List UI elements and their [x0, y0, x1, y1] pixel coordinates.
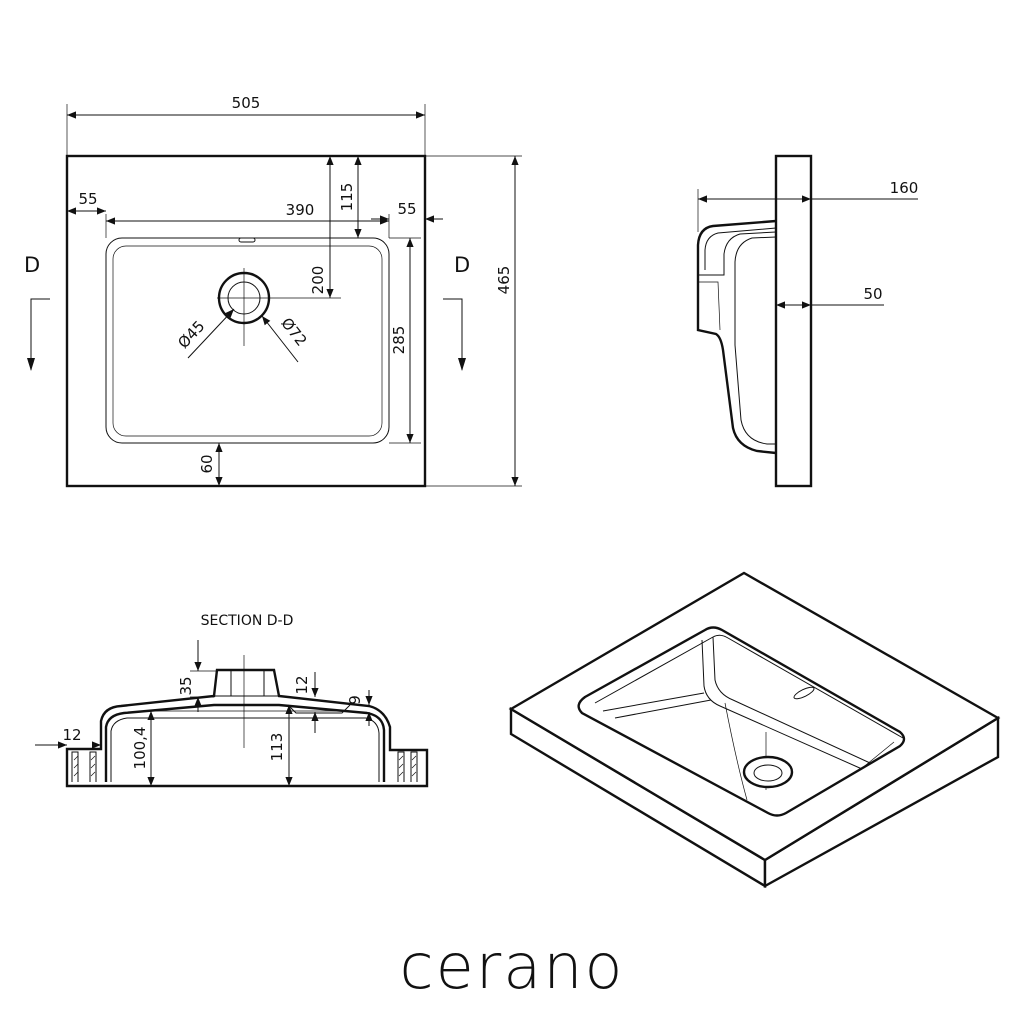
- dim-margin-front: 60: [198, 454, 216, 473]
- side-view: 160 50: [696, 154, 919, 488]
- side-basin-outline: [696, 219, 777, 455]
- top-view: 505 390 55 55 465 285 115 200 60 Ø45 Ø72: [24, 94, 522, 488]
- basin-outline: [105, 237, 390, 444]
- dim-margin-right: 55: [397, 200, 416, 218]
- svg-text:D: D: [24, 253, 40, 277]
- dim-slab-left: 12: [62, 726, 81, 744]
- section-view: SECTION D-D 35 12 1: [35, 613, 429, 788]
- iso-basin-rim: [577, 626, 906, 817]
- dim-bowl-width: 390: [286, 201, 315, 219]
- dim-bowl-depth-center: 113: [268, 733, 286, 762]
- dim-drain-height: 35: [177, 676, 195, 695]
- dim-rim: 9: [346, 695, 364, 705]
- dim-projection: 160: [890, 179, 919, 197]
- drain-inner-circle: [227, 281, 261, 315]
- dim-bowl-depth-left: 100,4: [131, 727, 149, 770]
- iso-overflow-slot: [793, 686, 815, 700]
- dim-thickness: 50: [863, 285, 882, 303]
- section-marker-right: D: [443, 253, 470, 371]
- dim-slab-right: 12: [293, 675, 311, 694]
- brand-logo: cerano: [400, 930, 625, 1003]
- dim-margin-back: 115: [338, 183, 356, 212]
- drain-outer-circle: [217, 271, 271, 325]
- overflow-slot: [238, 237, 256, 243]
- basin-inner-outline: [112, 245, 383, 437]
- dim-overall-depth: 465: [495, 266, 513, 295]
- iso-top-face: [508, 571, 1001, 862]
- side-slab: [774, 154, 813, 488]
- dim-drain-offset: 200: [309, 266, 327, 295]
- section-outer-profile: [65, 668, 429, 788]
- section-marker-left: D: [24, 253, 50, 371]
- countertop-outline: [65, 154, 427, 488]
- dim-drain-outer-diameter: Ø72: [277, 314, 310, 349]
- dim-margin-left: 55: [78, 190, 97, 208]
- svg-text:D: D: [454, 253, 470, 277]
- dim-overall-width: 505: [232, 94, 261, 112]
- section-title: SECTION D-D: [201, 613, 294, 629]
- dim-bowl-depth: 285: [390, 326, 408, 355]
- iso-drain-outer: [742, 755, 794, 789]
- iso-drain-inner: [753, 764, 783, 782]
- dim-drain-inner-diameter: Ø45: [174, 317, 208, 352]
- isometric-view: [508, 571, 1001, 889]
